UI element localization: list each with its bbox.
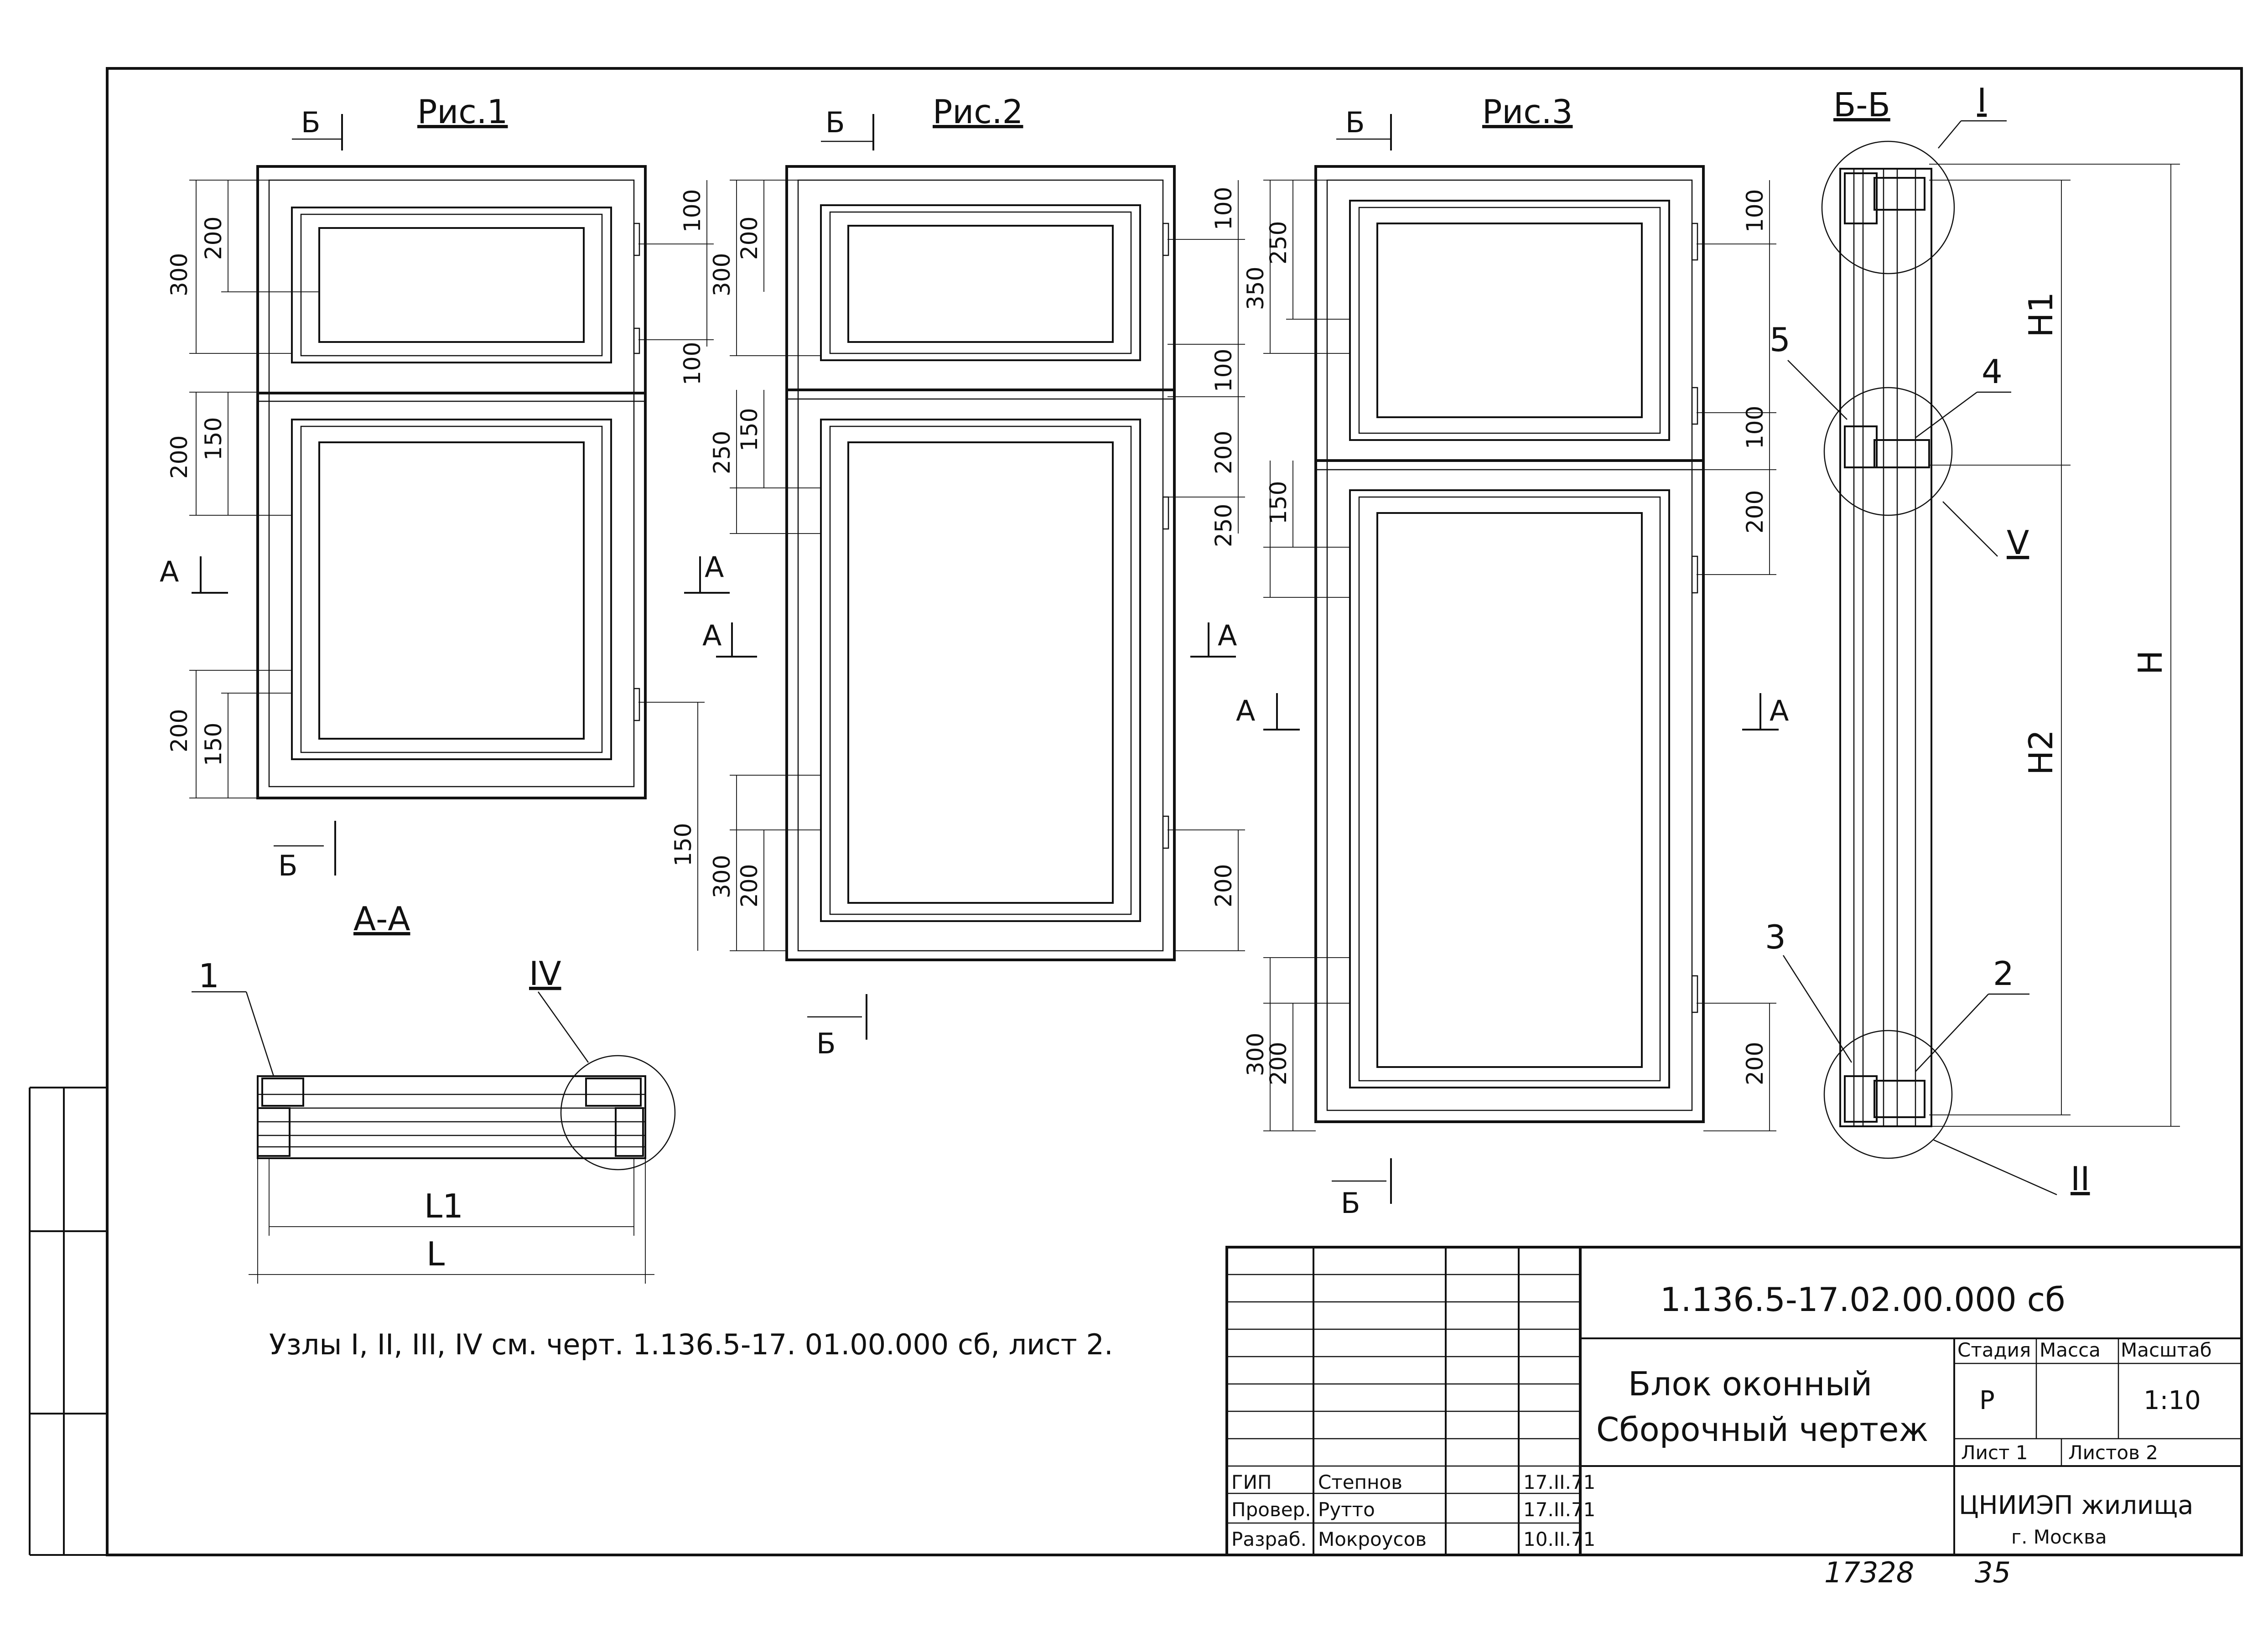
title-line2: Сборочный чертеж bbox=[1596, 1410, 1928, 1449]
fig1-dim-150b: 150 bbox=[200, 723, 227, 766]
nodes-reference-note: Узлы I, II, III, IV см. черт. 1.136.5-17… bbox=[269, 1328, 1113, 1361]
dim-H1: H1 bbox=[2022, 292, 2060, 337]
fig1-title: Рис.1 bbox=[417, 93, 508, 131]
role-checker: Провер. bbox=[1231, 1498, 1311, 1521]
node-1: 1 bbox=[198, 957, 219, 995]
fig3-section-b-bottom: Б bbox=[1341, 1187, 1360, 1220]
node-roman-II: II bbox=[2071, 1160, 2090, 1198]
scale-header: Масштаб bbox=[2121, 1339, 2212, 1361]
fig2-section-b-bottom: Б bbox=[816, 1027, 836, 1060]
node-roman-IV: IV bbox=[529, 954, 561, 993]
fig2-section-a-2: А bbox=[702, 619, 721, 652]
role-developer: Разраб. bbox=[1231, 1528, 1307, 1550]
dim-H: H bbox=[2131, 650, 2169, 675]
fig3-dim-300: 300 bbox=[1242, 1033, 1269, 1076]
title-block: 1.136.5-17.02.00.000 сб Блок оконный Сбо… bbox=[1225, 1246, 2243, 1556]
fig3-title: Рис.3 bbox=[1482, 93, 1573, 131]
figure-3-window: Рис.3 Б 350 250 150 300 bbox=[1236, 93, 1789, 1220]
binding-strip bbox=[29, 1087, 107, 1556]
fig1-section-b-top: Б bbox=[301, 106, 321, 139]
doc-code: 1.136.5-17.02.00.000 сб bbox=[1660, 1280, 2066, 1319]
section-bb-title: Б-Б bbox=[1833, 86, 1890, 124]
fig2-dim-150b: 150 bbox=[670, 823, 696, 866]
name-developer: Мокроусов bbox=[1318, 1528, 1427, 1550]
sheet-number: Лист 1 bbox=[1961, 1441, 2028, 1464]
fig1-dim-100b: 100 bbox=[679, 342, 706, 385]
fig3-section-a-2: А bbox=[1770, 694, 1789, 727]
node-roman-V: V bbox=[2007, 523, 2029, 562]
dim-L1: L1 bbox=[424, 1187, 463, 1225]
fig1-dim-150a: 150 bbox=[200, 417, 227, 461]
fig3-dim-150: 150 bbox=[1265, 481, 1292, 524]
inventory-number: 17328 bbox=[1824, 1556, 1914, 1589]
fig3-section-b-top: Б bbox=[1345, 106, 1365, 139]
stage-value: Р bbox=[1979, 1386, 1995, 1415]
fig2-section-a-3: А bbox=[1218, 619, 1237, 652]
name-checker: Рутто bbox=[1318, 1498, 1375, 1521]
sheet-frame bbox=[106, 67, 2243, 1556]
fig3-dim-350: 350 bbox=[1242, 267, 1269, 310]
fig2-dim-300: 300 bbox=[709, 253, 735, 296]
fig3-dim-100a: 100 bbox=[1742, 189, 1768, 233]
fig2-dim-250b: 250 bbox=[1210, 504, 1237, 547]
name-gip: Степнов bbox=[1318, 1471, 1402, 1493]
fig1-dim-300: 300 bbox=[166, 253, 192, 296]
fig3-dim-200b: 200 bbox=[1265, 1042, 1292, 1085]
role-gip: ГИП bbox=[1231, 1471, 1272, 1493]
node-roman-I: I bbox=[1977, 81, 1987, 119]
fig2-dim-100a: 100 bbox=[1210, 187, 1237, 230]
fig1-section-a: А bbox=[160, 555, 179, 588]
fig1-dim-200b: 200 bbox=[166, 435, 192, 479]
fig3-dim-200a: 200 bbox=[1742, 490, 1768, 534]
fig2-title: Рис.2 bbox=[933, 93, 1023, 131]
fig2-dim-200a: 200 bbox=[736, 217, 763, 260]
fig3-dim-200c: 200 bbox=[1742, 1042, 1768, 1085]
fig2-dim-250: 250 bbox=[709, 431, 735, 474]
node-2: 2 bbox=[1993, 954, 2014, 993]
fig3-dim-250: 250 bbox=[1265, 221, 1292, 264]
figure-2-window: Рис.2 Б 300 200 250 150 300 bbox=[638, 93, 1245, 1060]
fig2-dim-300b: 300 bbox=[709, 855, 735, 898]
fig1-dim-200a: 200 bbox=[200, 217, 227, 260]
fig1-dim-200c: 200 bbox=[166, 709, 192, 752]
stage-header: Стадия bbox=[1957, 1339, 2031, 1361]
section-aa-title: А-А bbox=[353, 900, 410, 938]
fig3-section-a-1: А bbox=[1236, 694, 1255, 727]
section-aa: А-А 1 IV L1 L bbox=[192, 900, 676, 1284]
org-line1: ЦНИИЭП жилища bbox=[1959, 1491, 2193, 1520]
fig2-section-b-top: Б bbox=[825, 106, 845, 139]
fig2-dim-150a: 150 bbox=[736, 408, 763, 451]
date-checker: 17.II.71 bbox=[1523, 1498, 1595, 1521]
figure-1-window: Рис.1 Б 300 200 200 150 bbox=[160, 93, 714, 882]
date-developer: 10.II.71 bbox=[1523, 1528, 1595, 1550]
scale-value: 1:10 bbox=[2143, 1386, 2201, 1415]
node-3: 3 bbox=[1765, 918, 1786, 956]
section-bb: Б-Б I 5 4 V 3 2 II bbox=[1765, 81, 2180, 1198]
dim-L: L bbox=[426, 1235, 445, 1273]
mass-header: Масса bbox=[2040, 1339, 2101, 1361]
sheets-total: Листов 2 bbox=[2068, 1441, 2158, 1464]
date-gip: 17.II.71 bbox=[1523, 1471, 1595, 1493]
fig2-section-a-1: А bbox=[705, 550, 724, 584]
fig1-section-b-bottom: Б bbox=[278, 849, 298, 882]
node-4: 4 bbox=[1982, 352, 2003, 391]
fig2-dim-200b: 200 bbox=[1210, 431, 1237, 474]
fig1-dim-100a: 100 bbox=[679, 189, 706, 233]
page-number: 35 bbox=[1975, 1556, 2011, 1589]
fig2-dim-200d: 200 bbox=[1210, 864, 1237, 907]
fig3-dim-100b: 100 bbox=[1742, 406, 1768, 449]
title-line1: Блок оконный bbox=[1628, 1365, 1872, 1403]
dim-H2: H2 bbox=[2022, 730, 2060, 775]
node-5: 5 bbox=[1770, 321, 1791, 359]
org-line2: г. Москва bbox=[2011, 1526, 2107, 1548]
fig2-dim-100b: 100 bbox=[1210, 349, 1237, 392]
fig2-dim-200c: 200 bbox=[736, 864, 763, 907]
